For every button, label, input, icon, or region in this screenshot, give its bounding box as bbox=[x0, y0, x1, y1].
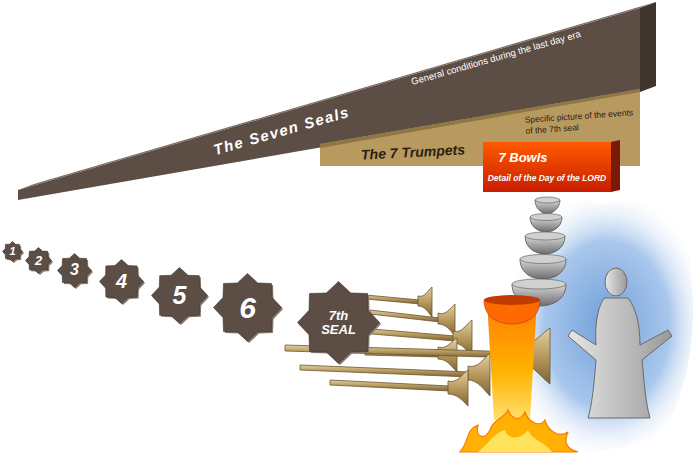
box-face bbox=[483, 142, 611, 192]
seal-star: 4 bbox=[98, 258, 146, 306]
seal-number: 6 bbox=[239, 292, 256, 324]
box-title: 7 Bowls bbox=[498, 150, 547, 165]
band-side bbox=[640, 2, 656, 92]
seal-number: 4 bbox=[116, 271, 127, 292]
seal-number: 5 bbox=[173, 282, 187, 308]
seal-star: 2 bbox=[24, 246, 54, 276]
box-shape bbox=[483, 140, 623, 192]
seal-number: 3 bbox=[63, 262, 85, 279]
seal-star: 7th SEAL bbox=[296, 280, 382, 366]
seal-number: 7th SEAL bbox=[312, 309, 365, 336]
seal-star: 6 bbox=[212, 272, 284, 344]
box-note: Detail of the Day of the LORD bbox=[488, 173, 607, 183]
band-face bbox=[18, 8, 640, 200]
seal-number: 2 bbox=[30, 254, 47, 268]
bowls-box: 7 BowlsDetail of the Day of the LORD bbox=[483, 140, 623, 192]
seal-number: 1 bbox=[6, 246, 19, 258]
seal-star: 3 bbox=[56, 252, 94, 290]
seal-star: 1 bbox=[1, 240, 25, 264]
seal-star: 5 bbox=[150, 266, 210, 326]
band-edge bbox=[320, 89, 640, 148]
box-side bbox=[611, 140, 620, 192]
